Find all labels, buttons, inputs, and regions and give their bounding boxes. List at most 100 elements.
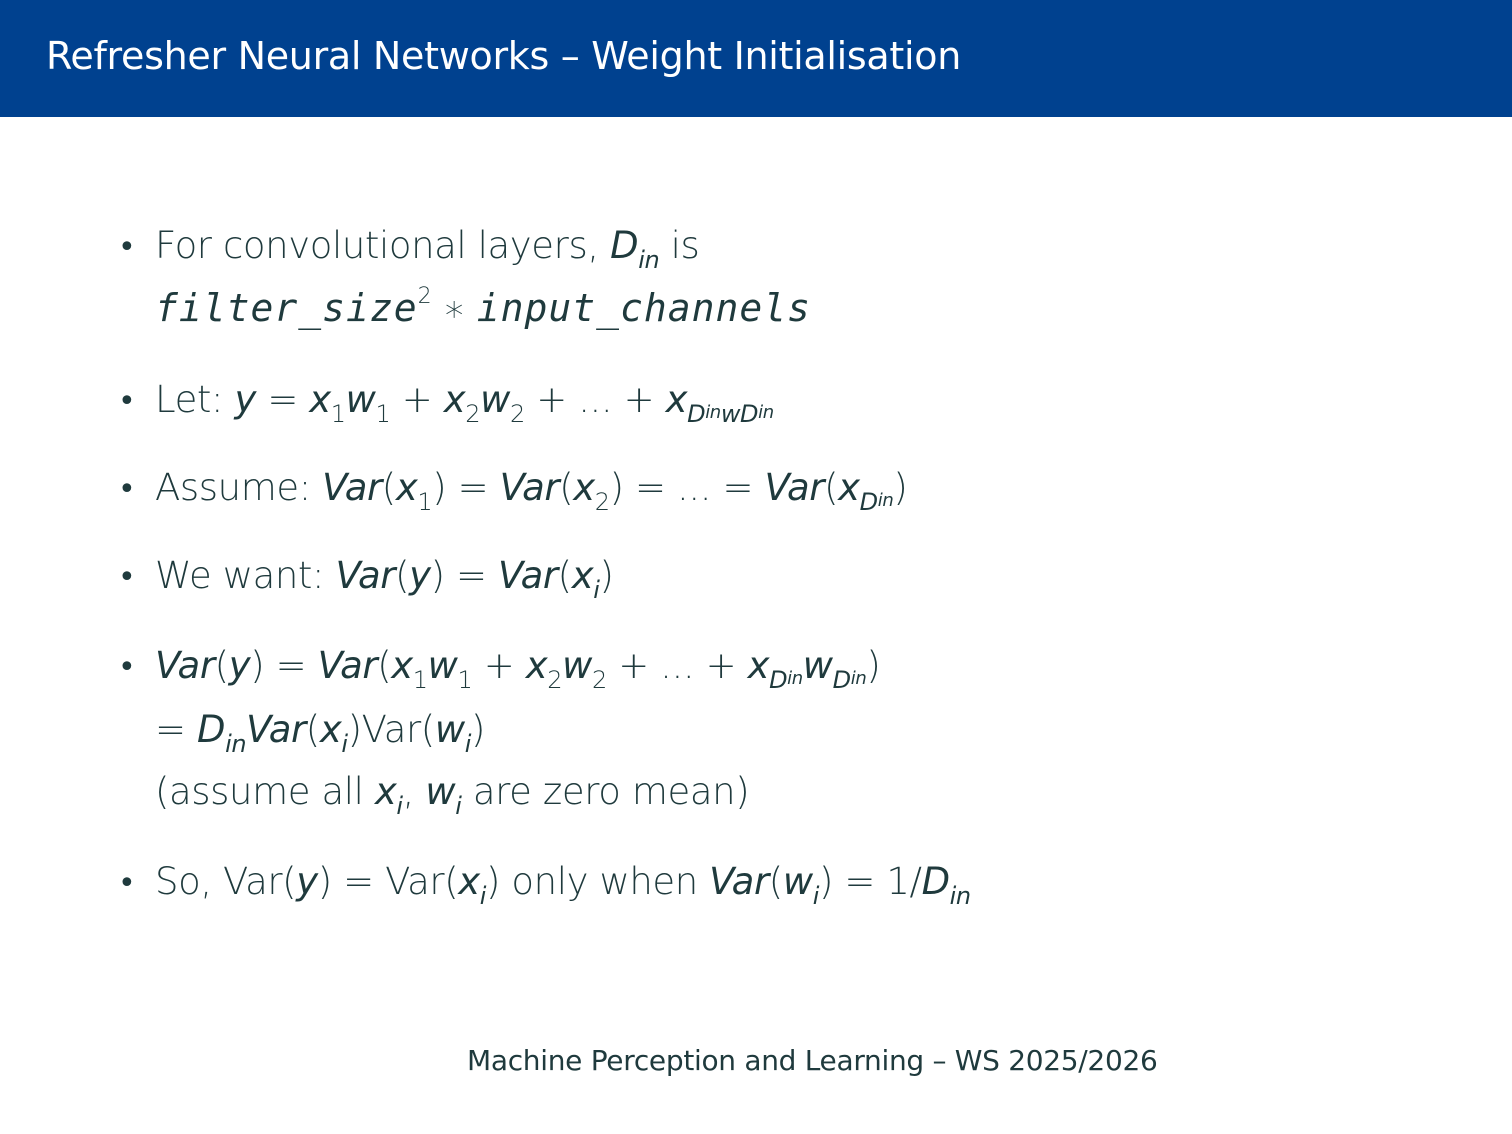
text-segment: We want:: [155, 554, 336, 597]
text-segment: (: [824, 466, 839, 509]
text-segment: ): [470, 708, 486, 751]
text-segment: ∗: [431, 287, 477, 330]
math-segment: 1: [457, 666, 473, 694]
math-segment: x: [374, 770, 397, 813]
math-segment: i: [479, 882, 487, 910]
math-segment: x: [525, 644, 548, 687]
bullet-5-line-1: Var(y) = Var(x1w1 + x2w2 + ... + xDinwDi…: [155, 644, 881, 694]
math-segment: y: [234, 378, 256, 421]
math-segment: D: [769, 666, 788, 694]
text-segment: ) = Var(: [317, 860, 459, 903]
math-segment: x: [443, 378, 466, 421]
math-segment: filter_size: [155, 286, 418, 330]
math-segment: input_channels: [476, 286, 812, 330]
math-segment: 2: [594, 488, 610, 516]
math-segment: i: [593, 576, 600, 604]
math-segment: x: [309, 378, 331, 421]
text-segment: ,: [402, 770, 426, 813]
math-segment: 1: [412, 666, 428, 694]
math-segment: x: [838, 466, 860, 509]
math-segment: 2: [465, 400, 481, 428]
math-segment: i: [396, 792, 403, 820]
bullet-marker: •: [118, 472, 136, 507]
math-segment: w: [802, 644, 833, 687]
text-segment: ): [599, 554, 614, 597]
text-segment: is: [659, 224, 700, 267]
math-segment: Var: [246, 708, 306, 751]
math-segment: Var: [709, 860, 769, 903]
math-segment: i: [455, 792, 462, 820]
math-segment: w: [562, 644, 592, 687]
bullet-marker: •: [118, 650, 136, 685]
text-segment: (assume all: [155, 770, 375, 813]
bullet-2-line-1: Let: y = x1w1 + x2w2 + ... + xDinwDin: [155, 378, 774, 428]
text-segment: (: [305, 708, 320, 751]
text-segment: (: [557, 554, 572, 597]
math-segment: in: [850, 668, 867, 689]
text-segment: (: [395, 554, 410, 597]
text-segment: (: [381, 466, 396, 509]
slide-footer: Machine Perception and Learning – WS 202…: [467, 1044, 1158, 1077]
math-segment: in: [949, 882, 971, 910]
math-segment: 2: [591, 666, 607, 694]
math-segment: D: [687, 400, 706, 428]
text-segment: Assume:: [155, 466, 323, 509]
math-segment: in: [638, 246, 660, 274]
text-segment: ) =: [250, 644, 318, 687]
bullet-marker: •: [118, 384, 136, 419]
bullet-6-line-1: So, Var(y) = Var(xi) only when Var(wi) =…: [155, 860, 971, 910]
math-segment: 2: [417, 284, 432, 309]
math-segment: D: [196, 708, 226, 751]
slide-header: Refresher Neural Networks – Weight Initi…: [0, 0, 1512, 117]
math-segment: D: [610, 224, 639, 267]
math-segment: w: [434, 708, 465, 751]
bullet-5-line-2: = DinVar(xi)Var(wi): [155, 708, 485, 758]
text-segment: ): [866, 644, 881, 687]
math-segment: w: [720, 400, 741, 428]
bullet-1-line-2: filter_size2 ∗ input_channels: [155, 284, 811, 330]
text-segment: + ... +: [524, 378, 666, 421]
text-segment: )Var(: [347, 708, 436, 751]
text-segment: ) =: [430, 554, 499, 597]
math-segment: Var: [317, 644, 378, 687]
text-segment: (: [377, 644, 392, 687]
text-segment: (: [559, 466, 574, 509]
math-segment: w: [427, 644, 458, 687]
bullet-marker: •: [118, 230, 136, 265]
math-segment: in: [787, 668, 803, 689]
bullet-marker: •: [118, 560, 136, 595]
math-segment: w: [782, 860, 813, 903]
math-segment: x: [319, 708, 342, 751]
bullet-5-line-3: (assume all xi, wi are zero mean): [155, 770, 750, 820]
text-segment: (: [214, 644, 229, 687]
math-segment: 1: [417, 488, 433, 516]
math-segment: w: [480, 378, 510, 421]
math-segment: x: [391, 644, 413, 687]
text-segment: + ... +: [606, 644, 748, 687]
math-segment: x: [665, 378, 688, 421]
math-segment: i: [464, 730, 472, 758]
text-segment: +: [472, 644, 526, 687]
text-segment: ) =: [432, 466, 500, 509]
text-segment: (: [768, 860, 783, 903]
math-segment: D: [921, 860, 950, 903]
text-segment: ) only when: [486, 860, 710, 903]
math-segment: Var: [322, 466, 382, 509]
math-segment: y: [296, 860, 318, 903]
text-segment: ) = 1/: [818, 860, 922, 903]
math-segment: in: [877, 490, 894, 511]
text-segment: +: [390, 378, 444, 421]
math-segment: 1: [330, 400, 346, 428]
math-segment: x: [747, 644, 770, 687]
math-segment: in: [758, 402, 774, 423]
math-segment: w: [425, 770, 456, 813]
math-segment: Var: [155, 644, 215, 687]
math-segment: x: [395, 466, 418, 509]
text-segment: =: [255, 378, 310, 421]
text-segment: So, Var(: [155, 860, 297, 903]
math-segment: y: [228, 644, 251, 687]
math-segment: 2: [510, 400, 525, 428]
text-segment: ) = ... =: [609, 466, 765, 509]
slide-title: Refresher Neural Networks – Weight Initi…: [46, 34, 961, 78]
math-segment: i: [812, 882, 820, 910]
